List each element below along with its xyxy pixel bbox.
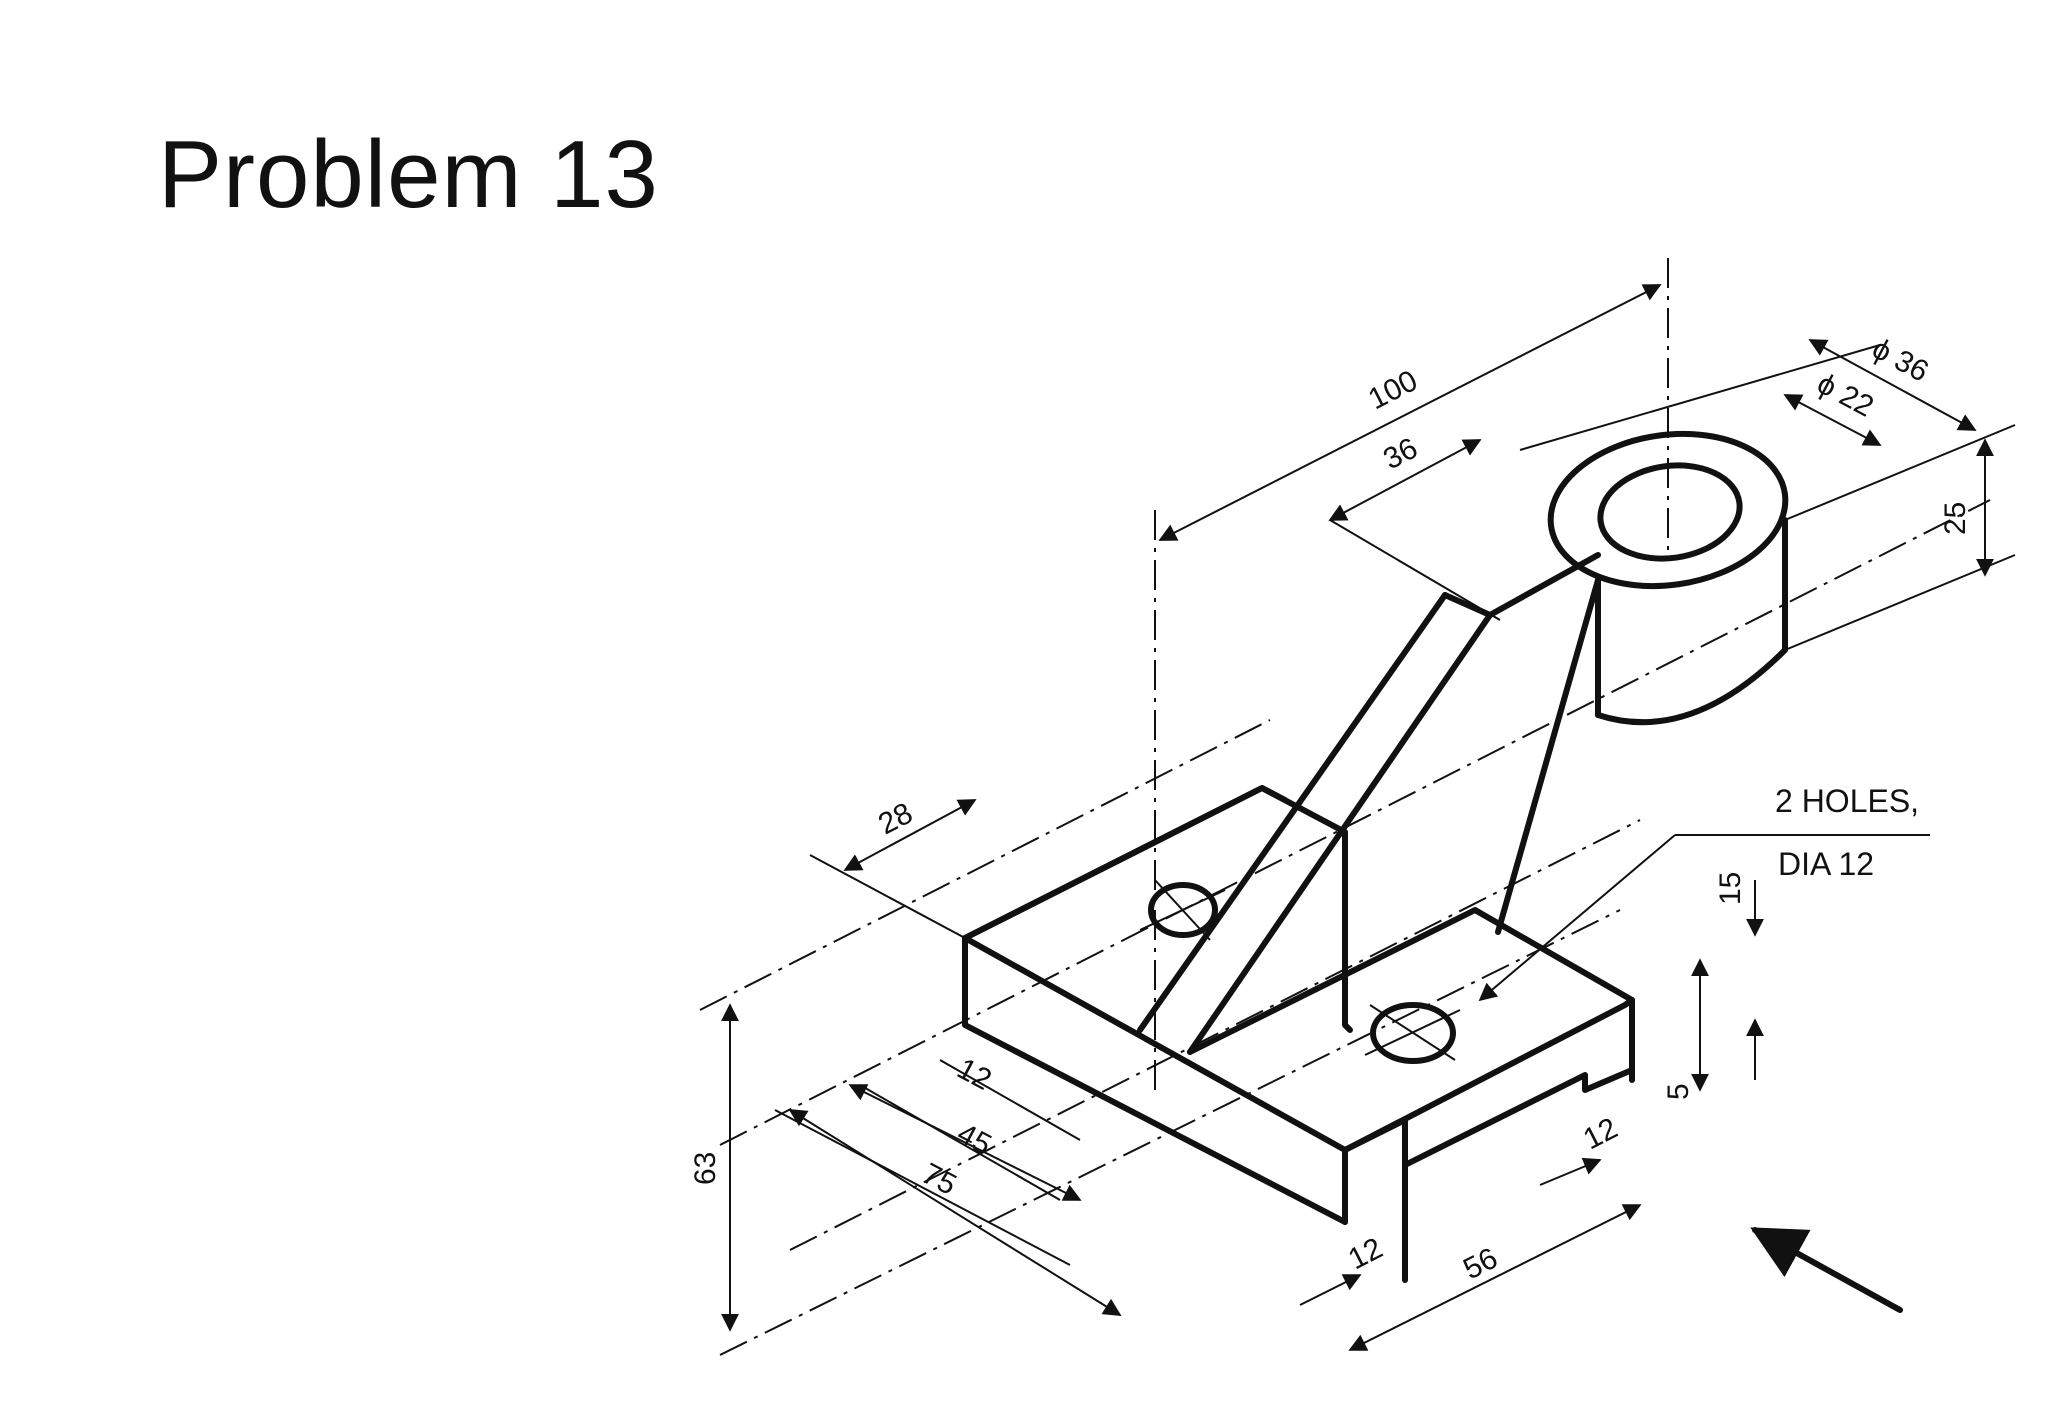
slide-title: Problem 13 xyxy=(158,121,659,228)
boss-hole xyxy=(1597,462,1743,562)
dim-5: 5 xyxy=(1662,1083,1695,1100)
base-step xyxy=(1342,997,1635,1153)
rib-top xyxy=(1442,592,1493,618)
note-line-2: DIA 12 xyxy=(1778,846,1874,882)
upper-slab xyxy=(1187,907,1635,1055)
hole-left xyxy=(1148,882,1218,938)
base-edge xyxy=(962,935,1348,1153)
arm-right xyxy=(1495,577,1601,935)
dim-25: 25 xyxy=(1939,502,1972,535)
boss-bottom xyxy=(1595,647,1788,726)
dim-12-left: 12 xyxy=(952,1052,997,1097)
note-line-1: 2 HOLES, xyxy=(1775,783,1919,819)
base-plate-front xyxy=(962,935,1348,1225)
dim-36-top: 36 xyxy=(1378,432,1423,477)
rib-left xyxy=(1137,592,1448,1033)
dim-75: 75 xyxy=(917,1157,962,1202)
dim-phi36: ϕ 36 xyxy=(1867,332,1934,389)
object-outline xyxy=(962,430,1789,1283)
dim-12-right: 12 xyxy=(1578,1112,1623,1157)
rib-right xyxy=(1187,612,1493,1055)
left-slab-top xyxy=(962,785,1288,941)
dim-12-bottom: 12 xyxy=(1343,1232,1388,1277)
dim-56: 56 xyxy=(1458,1242,1503,1287)
holes-note: 2 HOLES, DIA 12 xyxy=(1775,783,1919,882)
dim-100: 100 xyxy=(1363,364,1423,416)
dimension-lines xyxy=(721,284,1994,1351)
dim-15: 15 xyxy=(1714,872,1747,905)
dim-63: 63 xyxy=(689,1152,722,1185)
base-lower-step xyxy=(1402,1067,1635,1168)
rib-link xyxy=(1487,552,1601,618)
